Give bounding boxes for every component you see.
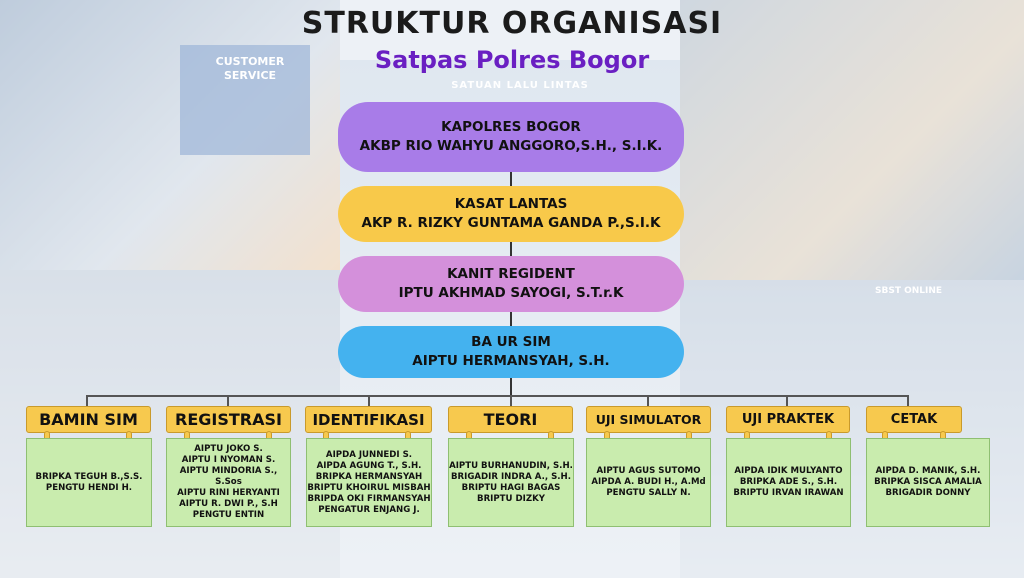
sbst-online-sign: SBST ONLINE bbox=[875, 286, 943, 296]
page-title: STRUKTUR ORGANISASI bbox=[301, 6, 723, 41]
hierarchy-name: AIPTU HERMANSYAH, S.H. bbox=[412, 353, 610, 369]
member-name: PENGTU ENTIN bbox=[192, 510, 265, 520]
hierarchy-name: AKP R. RIZKY GUNTAMA GANDA P.,S.I.K bbox=[361, 215, 661, 231]
member-name: AIPDA D. MANIK, S.H. bbox=[875, 466, 981, 476]
member-name: AIPTU AGUS SUTOMO bbox=[596, 466, 701, 476]
dept-members-cetak: AIPDA D. MANIK, S.H. BRIPKA SISCA AMALIA… bbox=[866, 438, 990, 527]
connector-line bbox=[510, 312, 512, 326]
dept-label-cetak: CETAK bbox=[866, 406, 962, 433]
connector-line bbox=[510, 172, 512, 186]
dept-label-identifikasi: IDENTIFIKASI bbox=[305, 406, 432, 433]
page-subtitle: Satpas Polres Bogor bbox=[374, 46, 650, 74]
connector-line bbox=[647, 395, 649, 407]
member-name: AIPTU RINI HERYANTI bbox=[177, 488, 280, 498]
member-name: AIPDA JUNNEDI S. bbox=[325, 449, 413, 460]
member-name: BRIGADIR INDRA A., S.H. bbox=[450, 471, 572, 482]
hierarchy-role: KANIT REGIDENT bbox=[447, 266, 575, 282]
member-name: BRIPDA OKI FIRMANSYAH bbox=[307, 493, 431, 504]
hierarchy-role: KAPOLRES BOGOR bbox=[441, 119, 581, 135]
connector-line bbox=[86, 395, 908, 397]
hierarchy-kasat-lantas: KASAT LANTAS AKP R. RIZKY GUNTAMA GANDA … bbox=[338, 186, 684, 242]
dept-label-bamin-sim: BAMIN SIM bbox=[26, 406, 151, 433]
dept-label-uji-simulator: UJI SIMULATOR bbox=[586, 406, 711, 433]
dept-label-registrasi: REGISTRASI bbox=[166, 406, 291, 433]
dept-members-uji-praktek: AIPDA IDIK MULYANTO BRIPKA ADE S., S.H. … bbox=[726, 438, 851, 527]
dept-members-bamin-sim: BRIPKA TEGUH B.,S.S. PENGTU HENDI H. bbox=[26, 438, 152, 527]
hierarchy-role: BA UR SIM bbox=[471, 334, 551, 350]
customer-service-sign: CUSTOMER SERVICE bbox=[215, 55, 285, 82]
connector-line bbox=[227, 395, 229, 407]
member-name: AIPTU I NYOMAN S. bbox=[181, 455, 276, 465]
member-name: AIPTU BURHANUDIN, S.H. bbox=[449, 460, 573, 471]
dept-label-teori: TEORI bbox=[448, 406, 573, 433]
member-name: BRIPKA TEGUH B.,S.S. bbox=[35, 471, 143, 482]
hierarchy-kanit-regident: KANIT REGIDENT IPTU AKHMAD SAYOGI, S.T.r… bbox=[338, 256, 684, 312]
hierarchy-role: KASAT LANTAS bbox=[454, 196, 568, 212]
dept-members-identifikasi: AIPDA JUNNEDI S. AIPDA AGUNG T., S.H. BR… bbox=[306, 438, 432, 527]
connector-line bbox=[368, 395, 370, 407]
connector-line bbox=[907, 395, 909, 407]
member-name: BRIPTU DIZKY bbox=[477, 493, 545, 504]
connector-line bbox=[510, 378, 512, 396]
hierarchy-name: AKBP RIO WAHYU ANGGORO,S.H., S.I.K. bbox=[359, 138, 663, 154]
member-name: AIPDA IDIK MULYANTO bbox=[734, 466, 843, 476]
member-name: AIPDA A. BUDI H., A.Md bbox=[591, 477, 706, 487]
member-name: AIPTU MINDORIA S., S.Sos bbox=[179, 466, 278, 487]
dept-label-uji-praktek: UJI PRAKTEK bbox=[726, 406, 850, 433]
connector-line bbox=[86, 395, 88, 407]
dept-members-teori: AIPTU BURHANUDIN, S.H. BRIGADIR INDRA A.… bbox=[448, 438, 574, 527]
connector-line bbox=[510, 395, 512, 407]
member-name: BRIGADIR DONNY bbox=[885, 488, 971, 498]
connector-line bbox=[510, 242, 512, 256]
hierarchy-ba-ur-sim: BA UR SIM AIPTU HERMANSYAH, S.H. bbox=[338, 326, 684, 378]
member-name: PENGTU HENDI H. bbox=[45, 482, 133, 493]
member-name: BRIPKA ADE S., S.H. bbox=[739, 477, 838, 487]
satuan-lalu-lintas-sign: SATUAN LALU LINTAS bbox=[451, 80, 589, 91]
member-name: AIPTU JOKO S. bbox=[194, 444, 263, 454]
member-name: BRIPKA SISCA AMALIA bbox=[874, 477, 982, 487]
member-name: AIPDA AGUNG T., S.H. bbox=[316, 460, 422, 471]
member-name: BRIPTU IRVAN IRAWAN bbox=[733, 488, 844, 498]
hierarchy-kapolres: KAPOLRES BOGOR AKBP RIO WAHYU ANGGORO,S.… bbox=[338, 102, 684, 172]
dept-members-registrasi: AIPTU JOKO S. AIPTU I NYOMAN S. AIPTU MI… bbox=[166, 438, 291, 527]
member-name: PENGTU SALLY N. bbox=[606, 488, 691, 498]
member-name: BRIPKA HERMANSYAH bbox=[315, 471, 423, 482]
member-name: BRIPTU HAGI BAGAS bbox=[461, 482, 561, 493]
member-name: AIPTU R. DWI P., S.H bbox=[179, 499, 278, 509]
hierarchy-name: IPTU AKHMAD SAYOGI, S.T.r.K bbox=[398, 285, 624, 301]
member-name: BRIPTU KHOIRUL MISBAH bbox=[307, 482, 431, 493]
connector-line bbox=[786, 395, 788, 407]
member-name: PENGATUR ENJANG J. bbox=[318, 504, 420, 515]
dept-members-uji-simulator: AIPTU AGUS SUTOMO AIPDA A. BUDI H., A.Md… bbox=[586, 438, 711, 527]
